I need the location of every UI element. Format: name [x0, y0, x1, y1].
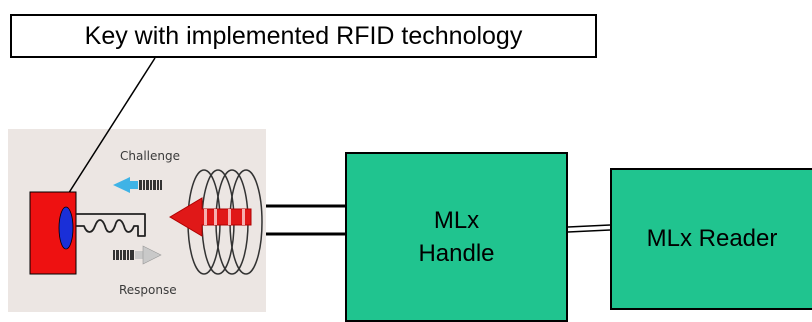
mlx-reader-label: MLx Reader — [646, 225, 778, 252]
mlx-handle-label-line2: Handle — [418, 240, 495, 267]
challenge-arrow-icon — [113, 177, 162, 193]
key-body — [29, 191, 77, 275]
response-arrow-icon — [113, 245, 162, 265]
mlx-handle-label-line1: MLx — [433, 207, 480, 234]
mlx-reader-block: MLx Reader — [610, 168, 812, 310]
key-blade — [76, 213, 146, 237]
key-callout: Key with implemented RFID technology — [10, 14, 597, 58]
key-callout-label: Key with implemented RFID technology — [84, 21, 523, 50]
handle-reader-connector-2 — [567, 229, 611, 233]
challenge-label: Challenge — [120, 149, 180, 163]
response-label: Response — [119, 283, 177, 297]
field-arrow-icon — [169, 197, 252, 237]
rfid-chip — [58, 206, 74, 250]
mlx-handle-block: MLx Handle — [345, 152, 568, 322]
handle-reader-connector-1 — [567, 224, 611, 228]
